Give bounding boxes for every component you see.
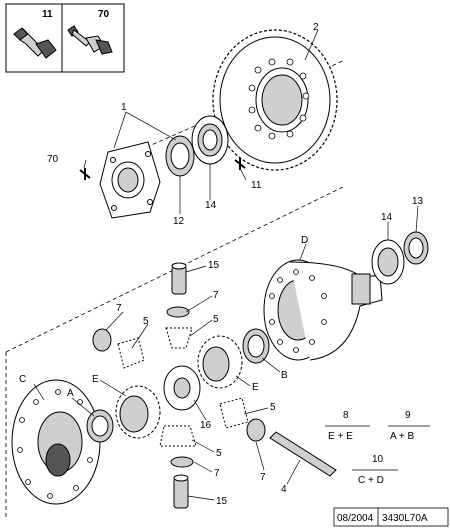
seal-12 <box>165 135 195 177</box>
legend: 8 E + E 9 A + B 10 C + D <box>325 410 430 486</box>
callout-5-left: 5 <box>143 316 149 327</box>
bearing-14-top <box>191 115 229 165</box>
callout-16: 16 <box>200 420 212 431</box>
assembly-outline <box>5 59 346 520</box>
callout-14-right: 14 <box>381 212 393 223</box>
washer-7-bottom <box>170 456 194 468</box>
leader-lines <box>33 29 419 501</box>
callout-D: D <box>301 235 308 246</box>
bearing-housing <box>99 141 161 219</box>
legend-formula-9: A + B <box>390 431 415 442</box>
fastener-11-icon <box>234 158 246 170</box>
cross-block-16 <box>163 365 201 411</box>
planet-pinion-bottom <box>159 425 197 447</box>
callout-C: C <box>19 374 26 385</box>
inset-ref-11: 11 <box>42 9 53 20</box>
washer-B <box>242 328 270 364</box>
callout-14-top: 14 <box>205 200 217 211</box>
callout-13: 13 <box>412 196 424 207</box>
side-gear-left <box>115 385 161 439</box>
bolt-11-icon <box>13 27 57 59</box>
footer-code: 3430L70A <box>382 513 428 524</box>
bolt-70-icon <box>67 25 113 55</box>
callout-2: 2 <box>313 22 319 33</box>
callout-B: B <box>281 370 288 381</box>
side-gear-right <box>197 335 243 389</box>
callout-7-left: 7 <box>116 303 122 314</box>
crown-wheel <box>212 29 338 171</box>
callout-11: 11 <box>251 180 262 191</box>
inset-ref-70: 70 <box>98 9 110 20</box>
bolt-inset: 11 70 <box>5 3 125 73</box>
legend-formula-8: E + E <box>328 431 353 442</box>
callout-12: 12 <box>173 216 185 227</box>
seal-13 <box>403 231 429 265</box>
flange-case <box>11 379 101 505</box>
fastener-70-icon <box>79 168 91 180</box>
washer-7-right <box>246 418 266 442</box>
callout-4: 4 <box>281 484 287 495</box>
footer-date: 08/2004 <box>337 513 374 524</box>
legend-ref-9: 9 <box>405 410 411 421</box>
washer-7-left <box>92 328 112 352</box>
washer-A <box>86 409 114 443</box>
callout-E-left: E <box>92 374 99 385</box>
pin-15-bottom <box>173 474 189 509</box>
pin-15-top <box>171 262 187 295</box>
planet-pinion-top <box>165 327 193 349</box>
callout-7-top: 7 <box>213 290 219 301</box>
legend-ref-10: 10 <box>372 454 384 465</box>
callout-7-bottom: 7 <box>214 468 220 479</box>
planet-pinion-right <box>219 397 249 429</box>
callout-A: A <box>67 388 74 399</box>
planet-pinion-left <box>117 337 145 369</box>
callout-70: 70 <box>47 154 59 165</box>
washer-7-top <box>166 306 190 318</box>
footer: 08/2004 3430L70A <box>333 507 449 527</box>
differential-case <box>263 259 383 361</box>
callout-15-bottom: 15 <box>216 496 228 507</box>
legend-formula-10: C + D <box>358 475 384 486</box>
callout-5-top: 5 <box>213 314 219 325</box>
bearing-14-right <box>371 239 405 285</box>
callout-15-top: 15 <box>208 260 220 271</box>
callout-5-right: 5 <box>270 402 276 413</box>
callout-labels: 1 2 70 11 12 14 14 13 D 15 7 7 5 5 B E E… <box>19 22 424 507</box>
callout-E-right: E <box>252 382 259 393</box>
callout-7-right: 7 <box>260 472 266 483</box>
callout-1: 1 <box>121 102 127 113</box>
legend-ref-8: 8 <box>343 410 349 421</box>
callout-5-bottom: 5 <box>216 448 222 459</box>
shaft-4 <box>269 431 337 477</box>
